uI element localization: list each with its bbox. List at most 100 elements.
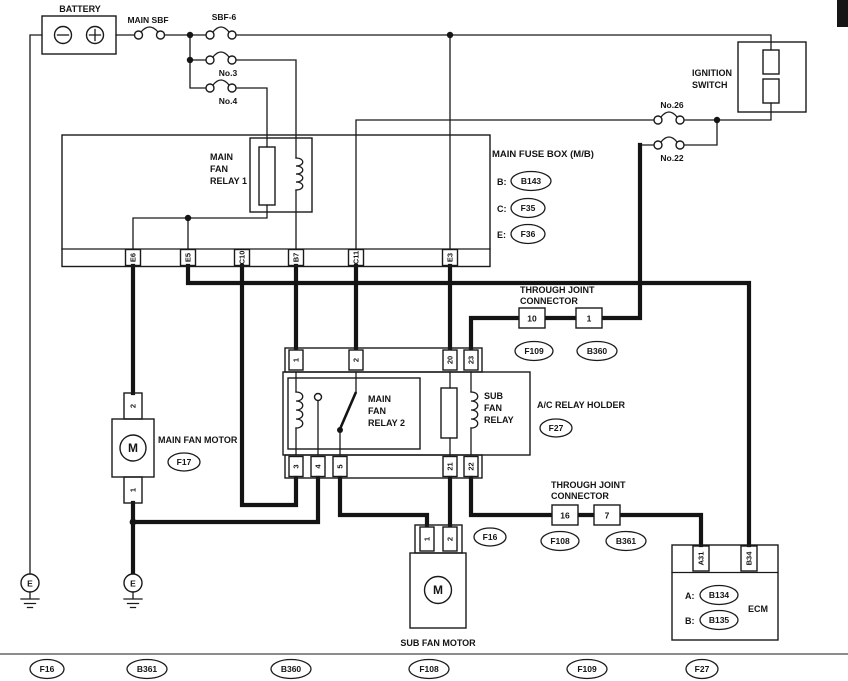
fuse-no3-label: No.3 — [219, 68, 238, 78]
connector-ref-oval — [540, 530, 580, 552]
ignition-switch-label-line1: IGNITION — [692, 68, 732, 78]
junction-dot — [446, 31, 454, 39]
holder-pin-1 — [288, 349, 304, 371]
junction-dot — [713, 116, 721, 124]
battery-box — [41, 15, 117, 55]
connector-ref-oval — [126, 658, 168, 680]
motor-symbol-circle — [119, 434, 147, 462]
holder-pin-4 — [310, 455, 326, 478]
relay1-label-line3: RELAY 1 — [210, 176, 247, 186]
footer-ref-f108: F108 — [419, 664, 439, 674]
main-fan-motor-symbol: M — [128, 441, 138, 455]
ecm-ref-b135: B135 — [709, 615, 730, 625]
main-fan-motor-terminal-1-label: 1 — [129, 488, 138, 492]
footer-ref-f109: F109 — [577, 664, 597, 674]
ground-symbol-battery: E — [20, 573, 40, 609]
sub-relay-label-line2: FAN — [484, 403, 502, 413]
terminal-c11-label: C11 — [352, 251, 361, 264]
holder-pin-20 — [442, 349, 458, 371]
sub-fan-motor-ref-f16: F16 — [483, 532, 498, 542]
terminal-e3-label: E3 — [446, 253, 455, 262]
fuse-terminal-icon — [227, 83, 237, 93]
footer-ref-b361: B361 — [137, 664, 158, 674]
scan-corner-artifact — [837, 0, 848, 27]
main-fuse-box: MAIN FUSE BOX (M/B) B: B143 C: F35 E: F3… — [61, 134, 594, 268]
ignition-switch-contact — [762, 49, 780, 75]
relay1-label-line2: FAN — [210, 164, 228, 174]
holder-pin-2 — [348, 349, 364, 371]
fuse-element-icon — [212, 79, 230, 86]
sub-fan-motor-terminal-2-label: 2 — [446, 537, 455, 541]
fuse-element-icon — [660, 111, 678, 118]
fuse-main-sbf: MAIN SBF — [127, 15, 169, 40]
relay1-label-line1: MAIN — [210, 152, 233, 162]
terminal-b7-label: B7 — [292, 253, 301, 263]
terminal-e6 — [124, 248, 142, 267]
tjc-bottom-terminal-16-label: 16 — [560, 511, 570, 521]
mfb-ref-prefix-e: E: — [497, 230, 506, 240]
terminal-b7 — [287, 248, 305, 267]
through-joint-connector-top: THROUGH JOINT CONNECTOR 10 1 F109 B360 — [514, 285, 618, 362]
mfb-ref-f36: F36 — [521, 229, 536, 239]
junction-dot — [129, 518, 137, 526]
ignition-switch-contact — [762, 78, 780, 104]
tjc-top-ref-b360: B360 — [587, 346, 608, 356]
fuse-terminal-icon — [653, 140, 663, 150]
tjc-top-terminal-10 — [518, 307, 546, 329]
ecm-terminal-a31-label: A31 — [697, 552, 706, 566]
relay1-coil — [295, 157, 304, 191]
footer-ref-f16: F16 — [40, 664, 55, 674]
mfb-ref-prefix-b: B: — [497, 177, 507, 187]
ac-relay-holder: 1 2 20 23 3 4 5 21 22 MAIN FAN RELAY 2 S… — [282, 347, 626, 479]
plus-icon — [88, 28, 102, 42]
tjc-top-label-line1: THROUGH JOINT — [520, 285, 595, 295]
relay1-box — [249, 137, 313, 213]
terminal-e5 — [179, 248, 197, 267]
connector-ref-oval — [510, 170, 552, 192]
tjc-top-terminal-1 — [575, 307, 603, 329]
fuse-no26: No.26 — [653, 100, 685, 125]
holder-internal-wires — [295, 371, 472, 456]
ground-hatch-icon — [20, 591, 40, 609]
connector-ref-oval — [270, 658, 312, 680]
sub-relay-label-line3: RELAY — [484, 415, 514, 425]
terminal-c10 — [233, 248, 251, 267]
main-fan-relay-1: MAIN FAN RELAY 1 — [210, 137, 313, 213]
ignition-switch-box — [737, 41, 807, 113]
holder-pin-2-label: 2 — [352, 358, 361, 362]
fuse-terminal-icon — [653, 115, 663, 125]
footer-ref-b360: B360 — [281, 664, 302, 674]
mfb-ref-prefix-c: C: — [497, 204, 507, 214]
sub-fan-motor: 1 2 M SUB FAN MOTOR F16 — [400, 524, 507, 648]
sub-relay-label-line1: SUB — [484, 391, 504, 401]
mfb-ref-f35: F35 — [521, 203, 536, 213]
connector-ref-oval — [29, 658, 65, 680]
motor-symbol-circle — [423, 575, 453, 605]
holder-pin-22-label: 22 — [467, 462, 476, 470]
fuse-element-icon — [212, 26, 230, 33]
circuit-wires-thick — [130, 142, 752, 577]
fuse-terminal-icon — [227, 30, 237, 40]
connector-ref-oval — [685, 658, 719, 680]
holder-pin-22 — [463, 455, 479, 478]
fuse-no3: No.3 — [205, 51, 238, 78]
connector-ref-oval — [167, 452, 201, 472]
tjc-top-ref-f109: F109 — [524, 346, 544, 356]
ground-hatch-icon — [123, 591, 143, 609]
ground-symbol-main-fan: E — [123, 573, 143, 609]
sub-fan-motor-terminal-1-label: 1 — [423, 537, 432, 541]
junction-dot — [186, 31, 194, 39]
relay2-label-line1: MAIN — [368, 394, 391, 404]
ac-relay-holder-ref-f27: F27 — [549, 423, 564, 433]
junction-dot — [184, 214, 192, 222]
tjc-bottom-label-line1: THROUGH JOINT — [551, 480, 626, 490]
ecm-ref-prefix-a: A: — [685, 591, 695, 601]
main-fan-motor-terminal-1 — [123, 476, 143, 504]
holder-pin-21-label: 21 — [446, 462, 455, 470]
through-joint-connector-bottom: THROUGH JOINT CONNECTOR 16 7 F108 B361 — [540, 480, 647, 552]
connector-ref-oval — [510, 197, 546, 219]
junction-dot — [186, 56, 194, 64]
fuse-terminal-icon — [675, 115, 685, 125]
